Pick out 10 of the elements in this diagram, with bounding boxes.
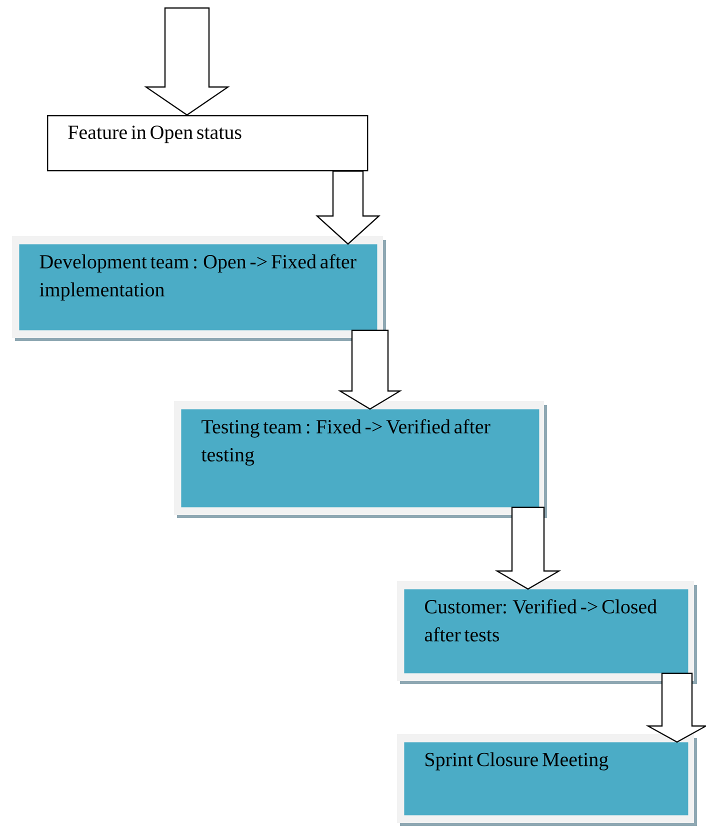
process-box: Customer: Verified -> Closed after tests [397, 581, 697, 684]
process-box: Feature in Open status [47, 115, 368, 172]
block-arrow [338, 330, 402, 410]
process-box: Testing team : Fixed -> Verified after testing [174, 401, 547, 518]
block-arrow [494, 506, 562, 590]
block-arrow [646, 672, 706, 743]
process-box: Development team : Open -> Fixed after implementation [12, 236, 386, 341]
process-box: Sprint Closure Meeting [397, 734, 697, 826]
block-arrow [315, 170, 381, 245]
block-arrow [144, 7, 230, 116]
